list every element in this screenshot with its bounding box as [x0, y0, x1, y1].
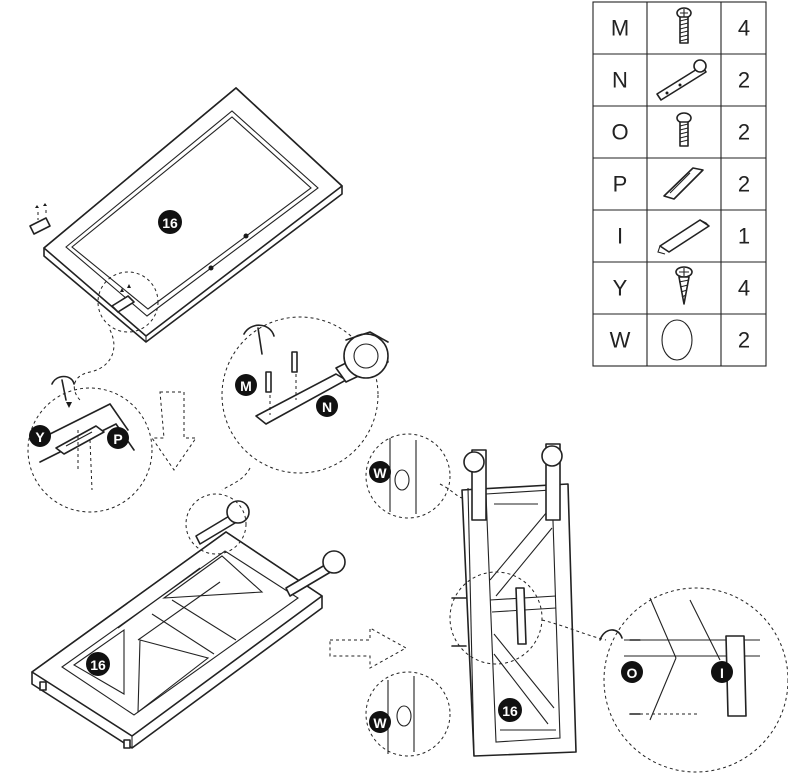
machine-screw-icon — [676, 7, 692, 44]
part-letter-y: Y — [613, 276, 628, 301]
door-handle-icon — [657, 219, 710, 255]
step-arrow-right — [329, 627, 408, 669]
step-arrow-down — [151, 391, 197, 471]
callout-y: Y — [35, 429, 45, 445]
hanger-strap-icon — [656, 59, 707, 101]
door-middle-view: 16 — [31, 493, 346, 749]
callout-o: O — [627, 665, 638, 681]
bumper-pad-icon — [661, 319, 693, 361]
part-qty-i: 1 — [738, 224, 750, 249]
part-letter-m: M — [611, 16, 629, 41]
callout-m: M — [240, 378, 252, 394]
callout-n: N — [322, 399, 332, 415]
door-number-right: 16 — [502, 703, 518, 719]
part-letter-o: O — [611, 120, 628, 145]
wood-screw-icon — [675, 266, 693, 305]
anti-jump-block-icon — [663, 167, 704, 200]
callout-w-bottom: W — [373, 715, 387, 731]
part-qty-y: 4 — [738, 276, 750, 301]
door-number-middle: 16 — [90, 657, 106, 673]
detail-anti-jump: Y P — [27, 375, 153, 513]
callout-w-top: W — [373, 465, 387, 481]
detail-hanger-strap: M N — [221, 316, 389, 474]
part-letter-i: I — [617, 224, 623, 249]
part-letter-n: N — [612, 68, 628, 93]
door-number-top: 16 — [162, 215, 178, 231]
callout-p: P — [113, 431, 122, 447]
door-number-badge-top — [158, 210, 182, 234]
callout-i: I — [720, 665, 724, 681]
part-letter-w: W — [610, 328, 631, 353]
part-letter-p: P — [613, 172, 628, 197]
detail-bumper-top: W — [365, 433, 463, 519]
handle-screw-icon — [676, 112, 692, 147]
detail-handle: O I — [599, 587, 788, 773]
parts-table: M 4 N 2 O 2 P 2 — [592, 1, 767, 367]
part-qty-p: 2 — [738, 172, 750, 197]
door-top-view: 16 — [29, 87, 343, 343]
detail-bumper-bottom: W — [365, 671, 451, 757]
part-qty-m: 4 — [738, 16, 750, 41]
door-standing-view: 16 — [449, 443, 577, 757]
anti-jump-block-top-left — [29, 203, 51, 235]
part-qty-o: 2 — [738, 120, 750, 145]
part-qty-n: 2 — [738, 68, 750, 93]
part-qty-w: 2 — [738, 328, 750, 353]
